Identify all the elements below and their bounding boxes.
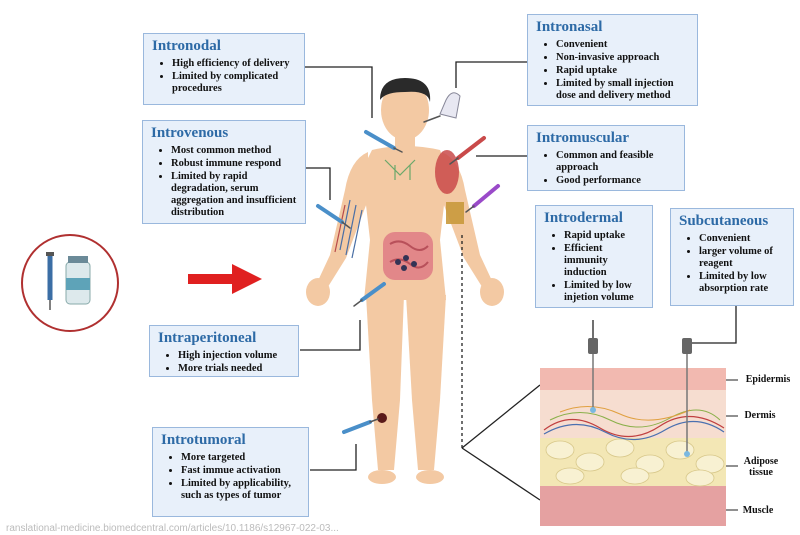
introvenous-box: Introvenous Most common methodRobust imm…	[142, 120, 306, 224]
list-item: Robust immune respond	[171, 157, 299, 170]
introtumoral-box: Introtumoral More targetedFast immue act…	[152, 427, 309, 517]
list-item: Rapid uptake	[556, 64, 691, 77]
list-item: Limited by low absorption rate	[699, 270, 787, 295]
introdermal-box: Introdermal Rapid uptakeEfficient immuni…	[535, 205, 653, 308]
red-arrow-icon	[188, 264, 262, 294]
list-item: High injection volume	[178, 349, 292, 362]
list-item: Limited by applicability, such as types …	[181, 477, 302, 502]
subcutaneous-list: Convenientlarger volume of reagentLimite…	[679, 232, 787, 295]
list-item: larger volume of reagent	[699, 245, 787, 270]
introvenous-list: Most common methodRobust immune respondL…	[151, 144, 299, 219]
intronodal-box: Intronodal High efficiency of deliveryLi…	[143, 33, 305, 105]
list-item: Good performance	[556, 174, 678, 187]
syringe-icons	[316, 92, 500, 434]
list-item: Most common method	[171, 144, 299, 157]
list-item: Limited by low injetion volume	[564, 279, 646, 304]
intromuscular-title: Intromuscular	[536, 130, 630, 146]
list-item: Limited by complicated procedures	[172, 70, 298, 95]
intromuscular-box: Intromuscular Common and feasible approa…	[527, 125, 685, 191]
epidermis-label: Epidermis	[745, 374, 791, 385]
list-item: Convenient	[556, 38, 691, 51]
source-caption: ranslational-medicine.biomedcentral.com/…	[6, 523, 339, 534]
list-item: Efficient immunity induction	[564, 242, 646, 279]
intronasal-list: ConvenientNon-invasive approachRapid upt…	[536, 38, 691, 102]
list-item: More targeted	[181, 451, 302, 464]
list-item: Limited by small injection dose and deli…	[556, 77, 691, 102]
human-body	[306, 78, 504, 484]
list-item: More trials needed	[178, 362, 292, 375]
list-item: Common and feasible approach	[556, 149, 678, 174]
intraperitoneal-title: Intraperitoneal	[158, 330, 257, 346]
list-item: Fast immue activation	[181, 464, 302, 477]
intraperitoneal-list: High injection volumeMore trials needed	[158, 349, 292, 375]
list-item: Non-invasive approach	[556, 51, 691, 64]
list-item: Limited by rapid degradation, serum aggr…	[171, 170, 299, 219]
introtumoral-title: Introtumoral	[161, 432, 246, 448]
intronodal-title: Intronodal	[152, 38, 221, 54]
dermis-label: Dermis	[744, 410, 776, 421]
list-item: Rapid uptake	[564, 229, 646, 242]
introdermal-title: Introdermal	[544, 210, 623, 226]
intraperitoneal-box: Intraperitoneal High injection volumeMor…	[149, 325, 299, 377]
skin-cross-section	[540, 338, 738, 526]
intromuscular-list: Common and feasible approachGood perform…	[536, 149, 678, 187]
introtumoral-list: More targetedFast immue activationLimite…	[161, 451, 302, 502]
subcutaneous-title: Subcutaneous	[679, 213, 769, 229]
list-item: Convenient	[699, 232, 787, 245]
introvenous-title: Introvenous	[151, 125, 229, 141]
list-item: High efficiency of delivery	[172, 57, 298, 70]
connector-lines	[300, 61, 737, 501]
subcutaneous-box: Subcutaneous Convenientlarger volume of …	[670, 208, 794, 306]
muscle-label: Muscle	[742, 505, 774, 516]
intronodal-list: High efficiency of deliveryLimited by co…	[152, 57, 298, 95]
adipose-label: Adipose tissue	[743, 456, 779, 478]
intronasal-box: Intronasal ConvenientNon-invasive approa…	[527, 14, 698, 106]
intronasal-title: Intronasal	[536, 19, 603, 35]
vaccine-vial-icon	[21, 234, 119, 332]
introdermal-list: Rapid uptakeEfficient immunity induction…	[544, 229, 646, 304]
